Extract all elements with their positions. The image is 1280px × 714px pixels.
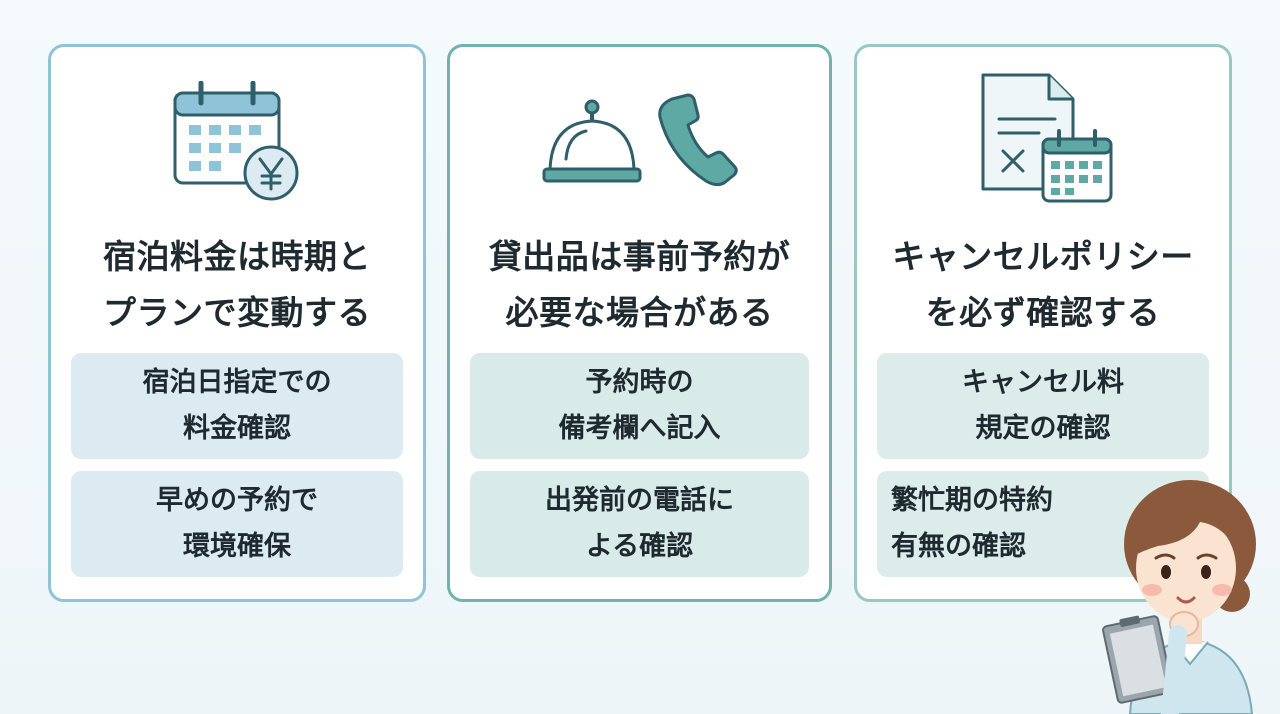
card-rentals: 貸出品は事前予約が 必要な場合がある 予約時の 備考欄へ記入 出発前の電話に よ… [447, 44, 832, 602]
tip-box: 出発前の電話に よる確認 [470, 471, 809, 577]
tip-box: キャンセル料 規定の確認 [877, 353, 1209, 459]
tip-box: 宿泊日指定での 料金確認 [71, 353, 403, 459]
document-calendar-icon [981, 73, 1113, 203]
calendar-yen-icon [173, 81, 299, 201]
card-title: キャンセルポリシー を必ず確認する [892, 237, 1194, 332]
service-bell-phone-icon [542, 93, 738, 187]
card-pricing: 宿泊料金は時期と プランで変動する 宿泊日指定での 料金確認 早めの予約で 環境… [48, 44, 426, 602]
card-title: 貸出品は事前予約が 必要な場合がある [488, 237, 791, 332]
card-title: 宿泊料金は時期と プランで変動する [103, 237, 371, 332]
tip-box: 予約時の 備考欄へ記入 [470, 353, 809, 459]
tip-box: 早めの予約で 環境確保 [71, 471, 403, 577]
card-cancellation: キャンセルポリシー を必ず確認する キャンセル料 規定の確認 繁忙期の特約 有無… [854, 44, 1232, 602]
nurse-illustration [1102, 480, 1256, 714]
